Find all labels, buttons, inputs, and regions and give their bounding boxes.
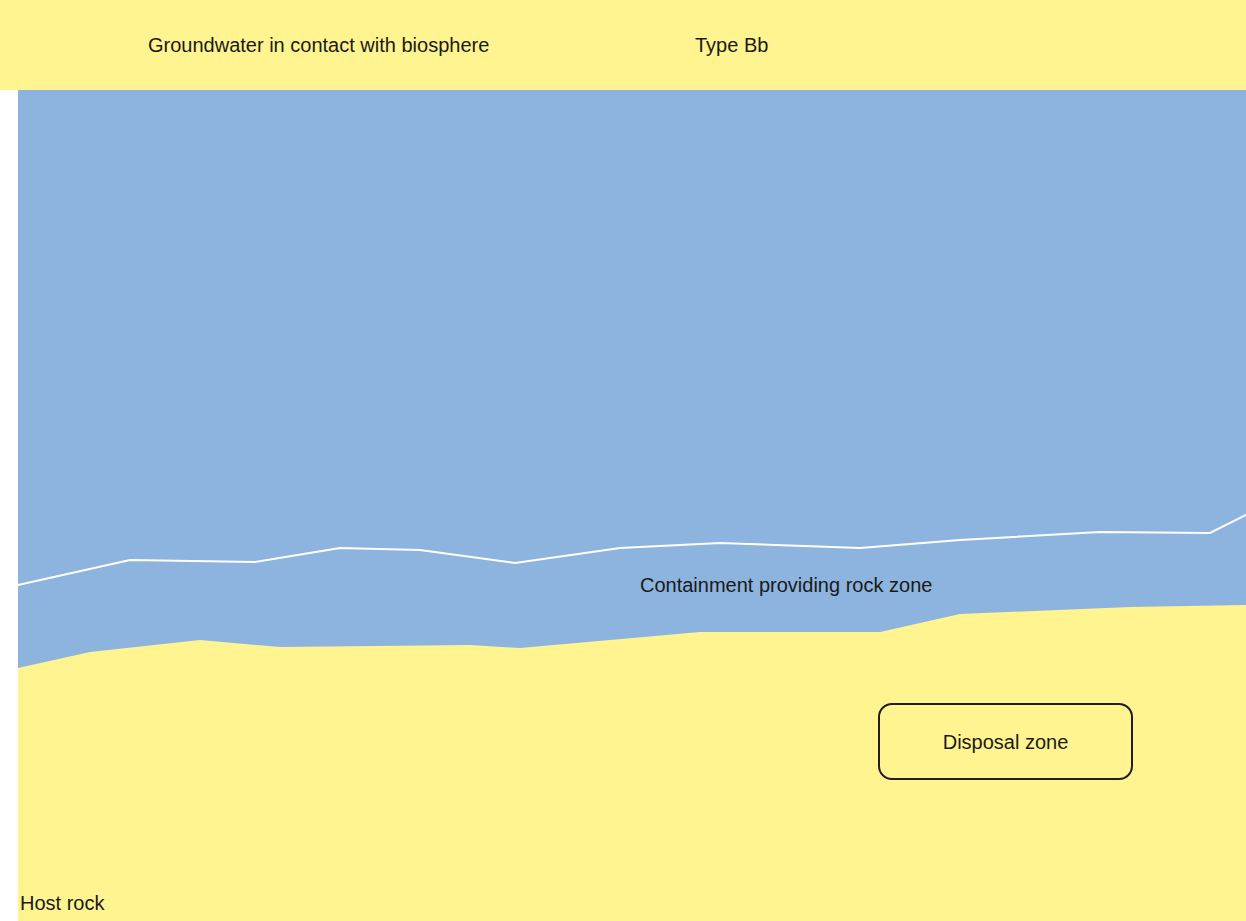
containment-zone: Containment providing rock zone (560, 548, 1120, 620)
disposal-zone-box: Disposal zone (878, 703, 1133, 780)
zone-label: Host rock (20, 891, 104, 915)
rock-layer (18, 90, 1246, 668)
host-rock-ground (18, 90, 1246, 921)
zone-label: Disposal zone (943, 730, 1069, 754)
host-rock-zone: Host rock Disposal zone (18, 662, 1246, 921)
zone-label: Containment providing rock zone (640, 573, 932, 597)
zone-label: Groundwater in contact with biosphere (148, 33, 489, 57)
groundwater-band: Groundwater in contact with biosphere Typ… (0, 0, 1246, 90)
zone-label: Type Bb (695, 33, 768, 57)
zone-boundary-line (18, 515, 1246, 585)
